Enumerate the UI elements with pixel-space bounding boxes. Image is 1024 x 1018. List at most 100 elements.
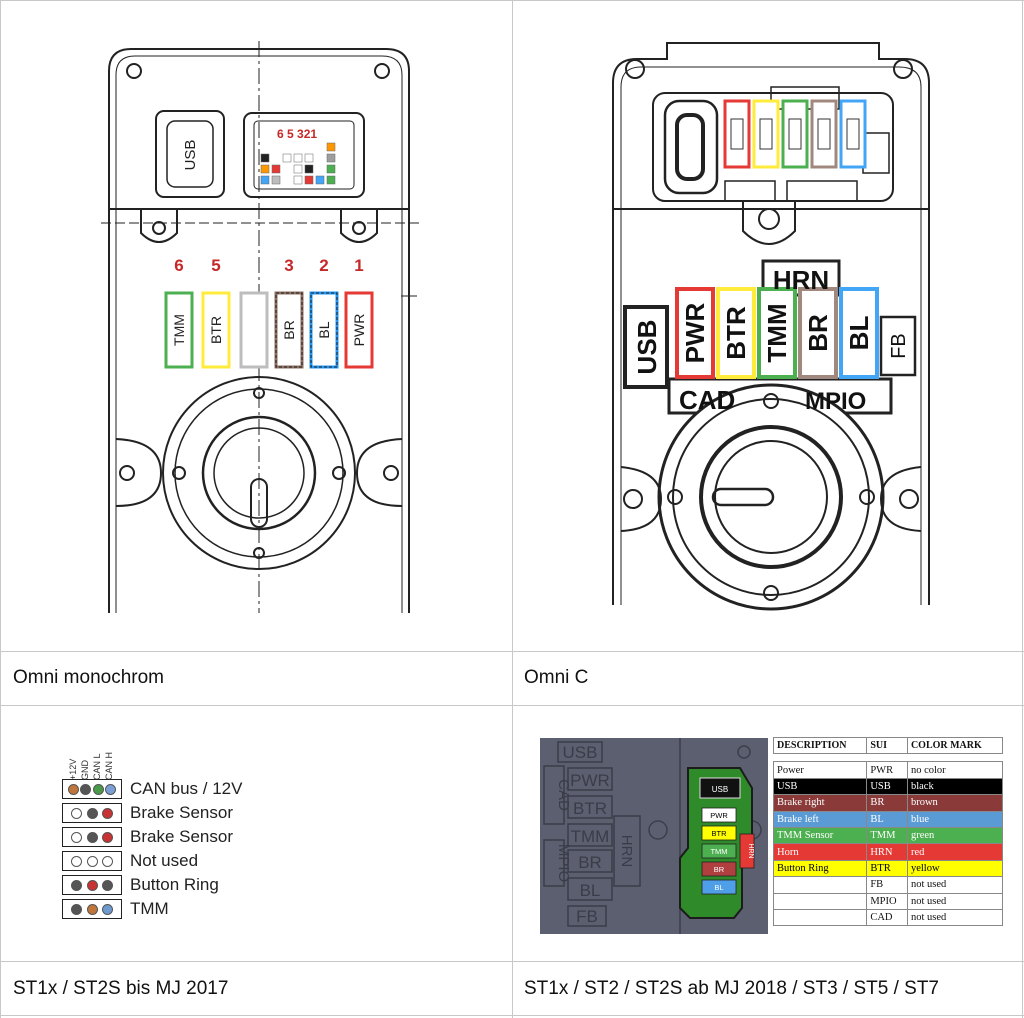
side-box	[613, 815, 641, 887]
legend-row: CAN bus / 12V	[62, 778, 242, 800]
col-description: DESCRIPTION	[772, 736, 868, 755]
side-label: BTR	[573, 799, 607, 818]
pin-dot	[86, 903, 98, 915]
pin-square	[293, 164, 303, 174]
cell-color-mark: black	[906, 777, 1004, 796]
slot-number: 6	[174, 256, 183, 275]
slot-box	[201, 291, 231, 369]
cell-color-mark: not used	[906, 908, 1004, 927]
slot-box	[239, 291, 269, 369]
side-label: HRN	[618, 835, 635, 868]
cell-description: Brake left	[772, 810, 868, 828]
side-box	[567, 823, 613, 847]
inner-label: TMM	[710, 847, 727, 856]
side-box	[557, 741, 603, 763]
legend-row: TMM	[62, 898, 169, 920]
side-box	[567, 795, 613, 819]
pin-dot	[101, 831, 113, 843]
cell-color-mark: not used	[906, 892, 1004, 910]
slot-number: 1	[354, 256, 363, 275]
side-label: USB	[563, 743, 598, 762]
fuse	[810, 99, 838, 169]
slot-box	[757, 287, 797, 379]
cad-label: CAD	[679, 385, 735, 415]
pin-square	[304, 153, 314, 163]
mpio-label: MPIO	[805, 388, 866, 415]
fuse-inner	[730, 118, 744, 150]
pin-square	[260, 164, 270, 174]
legend-label: Brake Sensor	[130, 803, 233, 822]
cell-description: Horn	[772, 843, 868, 861]
cell-description: Brake right	[772, 794, 868, 812]
slot-number: 3	[284, 256, 293, 275]
cell-description	[772, 908, 868, 927]
col-color-mark: COLOR MARK	[906, 736, 1004, 755]
cell-color-mark: blue	[906, 810, 1004, 828]
pin-square	[326, 142, 336, 152]
slot-label: BR	[803, 314, 833, 352]
pin-square	[326, 164, 336, 174]
hrn-label: HRN	[773, 265, 829, 295]
side-label: PWR	[570, 771, 610, 790]
cell-color-mark: green	[906, 826, 1004, 845]
connector-icon	[62, 875, 122, 895]
legend-row: Brake Sensor	[62, 802, 233, 824]
fuse-inner	[788, 118, 802, 150]
cell-sui: PWR	[866, 761, 908, 779]
pin-dot	[71, 855, 83, 867]
slot-box	[344, 291, 374, 369]
inner-label: HRN	[747, 843, 754, 858]
pin-square	[260, 153, 270, 163]
cell-description: TMM Sensor	[772, 826, 868, 845]
grid-line	[1022, 0, 1023, 1018]
connector-icon	[62, 899, 122, 919]
fb-label: FB	[888, 333, 910, 359]
pin-square	[293, 175, 303, 185]
inner-block	[701, 861, 737, 877]
cell-description	[772, 892, 868, 910]
pin-square	[271, 164, 281, 174]
side-box	[567, 849, 613, 873]
legend-label: Button Ring	[130, 875, 219, 894]
fuse	[752, 99, 780, 169]
inner-label: BTR	[712, 829, 728, 838]
slot-label: PWR	[680, 302, 710, 363]
inner-label: BL	[714, 883, 723, 892]
pin-dot	[71, 879, 83, 891]
fuse	[781, 99, 809, 169]
slot-label: TMM	[762, 303, 792, 362]
slot-label: BL	[316, 321, 332, 338]
usb-port-label: USB	[182, 140, 199, 171]
table-header-row: DESCRIPTION SUI COLOR MARK	[772, 736, 1004, 755]
pin-dot	[68, 783, 80, 795]
legend-label: TMM	[130, 899, 169, 918]
usb-label: USB	[632, 320, 662, 375]
cell-color-mark: red	[906, 843, 1004, 861]
side-box	[543, 839, 565, 887]
inner-label: BR	[714, 865, 725, 874]
slot-box	[798, 287, 838, 379]
inner-block	[739, 833, 755, 869]
side-box	[567, 877, 613, 901]
slot-label: BTR	[721, 306, 751, 360]
fuse-inner	[817, 118, 831, 150]
side-box	[567, 905, 607, 927]
col-sui: SUI	[866, 736, 908, 755]
slot-label: TMM	[171, 314, 187, 346]
pin-dot	[86, 855, 98, 867]
pin-label: GND	[80, 760, 90, 780]
slot-outline	[275, 292, 303, 368]
pin-square	[271, 175, 281, 185]
legend-row: Button Ring	[62, 874, 219, 896]
pin-dot	[71, 831, 83, 843]
